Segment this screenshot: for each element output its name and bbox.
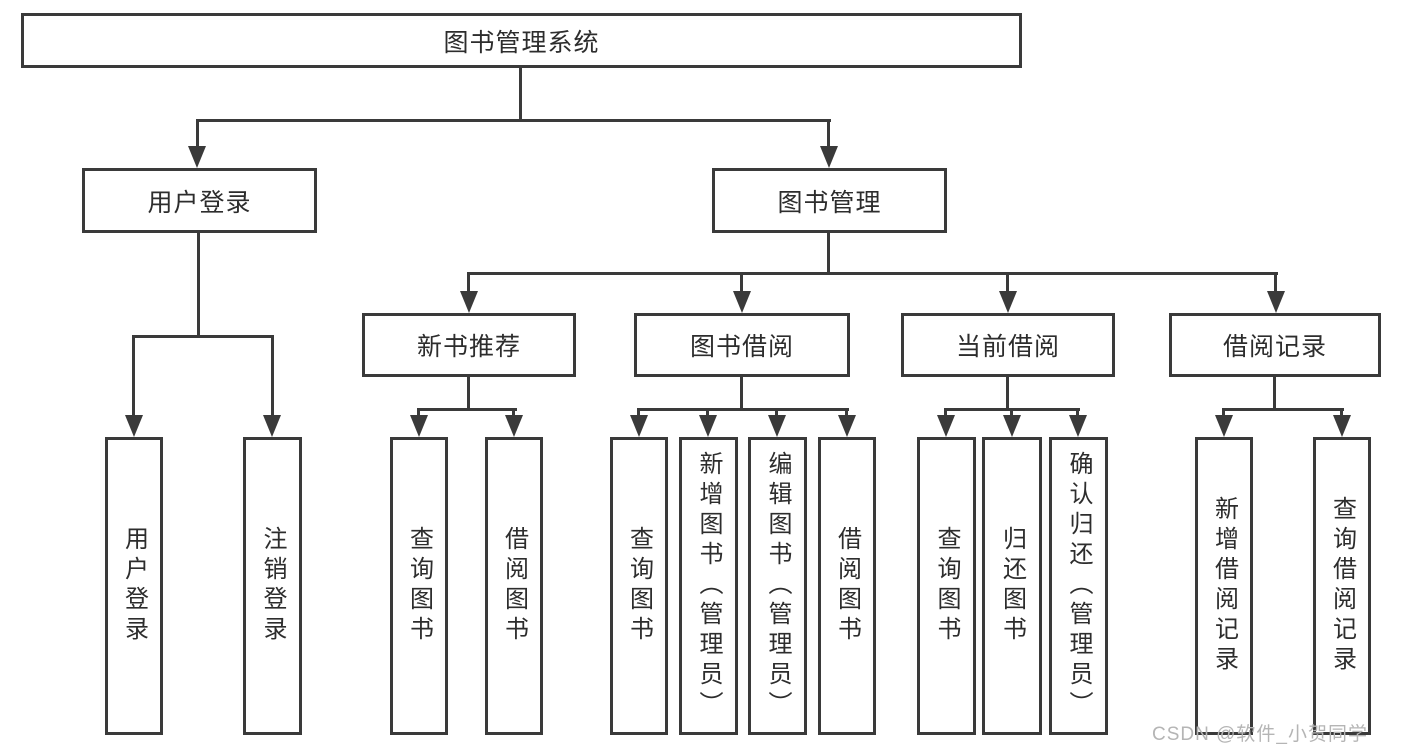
arrow-down-icon (820, 146, 838, 168)
leaf-add-borrow-record: 新增借阅记录 (1195, 437, 1253, 735)
connector-line (775, 408, 778, 418)
leaf-confirm-return-admin: 确认归还（管理员） (1049, 437, 1108, 735)
leaf-query-books-newbooks: 查询图书 (390, 437, 448, 735)
connector-line (1273, 377, 1276, 410)
connector-line (740, 272, 743, 293)
leaf-user-login: 用户登录 (105, 437, 163, 735)
connector-line (1340, 408, 1343, 418)
connector-line (1222, 408, 1344, 411)
node-book-borrowing: 图书借阅 (634, 313, 850, 377)
arrow-down-icon (733, 291, 751, 313)
arrow-down-icon (1003, 415, 1021, 437)
arrow-down-icon (263, 415, 281, 437)
connector-line (271, 335, 274, 417)
connector-line (1010, 408, 1013, 418)
connector-line (1274, 272, 1277, 293)
connector-line (944, 408, 947, 418)
leaf-query-books-borrow: 查询图书 (610, 437, 668, 735)
connector-line (519, 68, 522, 120)
arrow-down-icon (1267, 291, 1285, 313)
connector-line (827, 233, 830, 274)
connector-line (740, 377, 743, 410)
node-library-system: 图书管理系统 (21, 13, 1022, 68)
connector-line (132, 335, 274, 338)
connector-line (467, 272, 470, 293)
leaf-add-books-admin: 新增图书（管理员） (679, 437, 738, 735)
leaf-query-books-current: 查询图书 (917, 437, 976, 735)
connector-line (417, 408, 420, 418)
arrow-down-icon (999, 291, 1017, 313)
connector-line (637, 408, 849, 411)
arrow-down-icon (1069, 415, 1087, 437)
connector-line (467, 377, 470, 410)
arrow-down-icon (630, 415, 648, 437)
arrow-down-icon (768, 415, 786, 437)
arrow-down-icon (410, 415, 428, 437)
connector-line (1006, 272, 1009, 293)
arrow-down-icon (460, 291, 478, 313)
arrow-down-icon (188, 146, 206, 168)
node-current-borrowing: 当前借阅 (901, 313, 1115, 377)
node-user-login: 用户登录 (82, 168, 317, 233)
connector-line (1076, 408, 1079, 418)
leaf-borrow-books-newbooks: 借阅图书 (485, 437, 543, 735)
arrow-down-icon (838, 415, 856, 437)
leaf-query-borrow-record: 查询借阅记录 (1313, 437, 1371, 735)
connector-line (467, 272, 1278, 275)
connector-line (196, 119, 199, 147)
watermark: CSDN @软件_小贺同学 (1152, 724, 1368, 745)
connector-line (197, 233, 200, 337)
leaf-logout: 注销登录 (243, 437, 302, 735)
arrow-down-icon (937, 415, 955, 437)
leaf-return-books: 归还图书 (982, 437, 1042, 735)
arrow-down-icon (1333, 415, 1351, 437)
node-book-management: 图书管理 (712, 168, 947, 233)
connector-line (1222, 408, 1225, 418)
arrow-down-icon (1215, 415, 1233, 437)
connector-line (512, 408, 515, 418)
connector-line (827, 119, 830, 147)
leaf-borrow-books-borrow: 借阅图书 (818, 437, 876, 735)
arrow-down-icon (505, 415, 523, 437)
connector-line (845, 408, 848, 418)
connector-line (706, 408, 709, 418)
connector-line (417, 408, 517, 411)
arrow-down-icon (125, 415, 143, 437)
connector-line (132, 335, 135, 417)
connector-line (637, 408, 640, 418)
arrow-down-icon (699, 415, 717, 437)
leaf-edit-books-admin: 编辑图书（管理员） (748, 437, 807, 735)
connector-line (196, 119, 831, 122)
node-borrow-records: 借阅记录 (1169, 313, 1381, 377)
node-new-book-recommend: 新书推荐 (362, 313, 576, 377)
connector-line (1006, 377, 1009, 410)
